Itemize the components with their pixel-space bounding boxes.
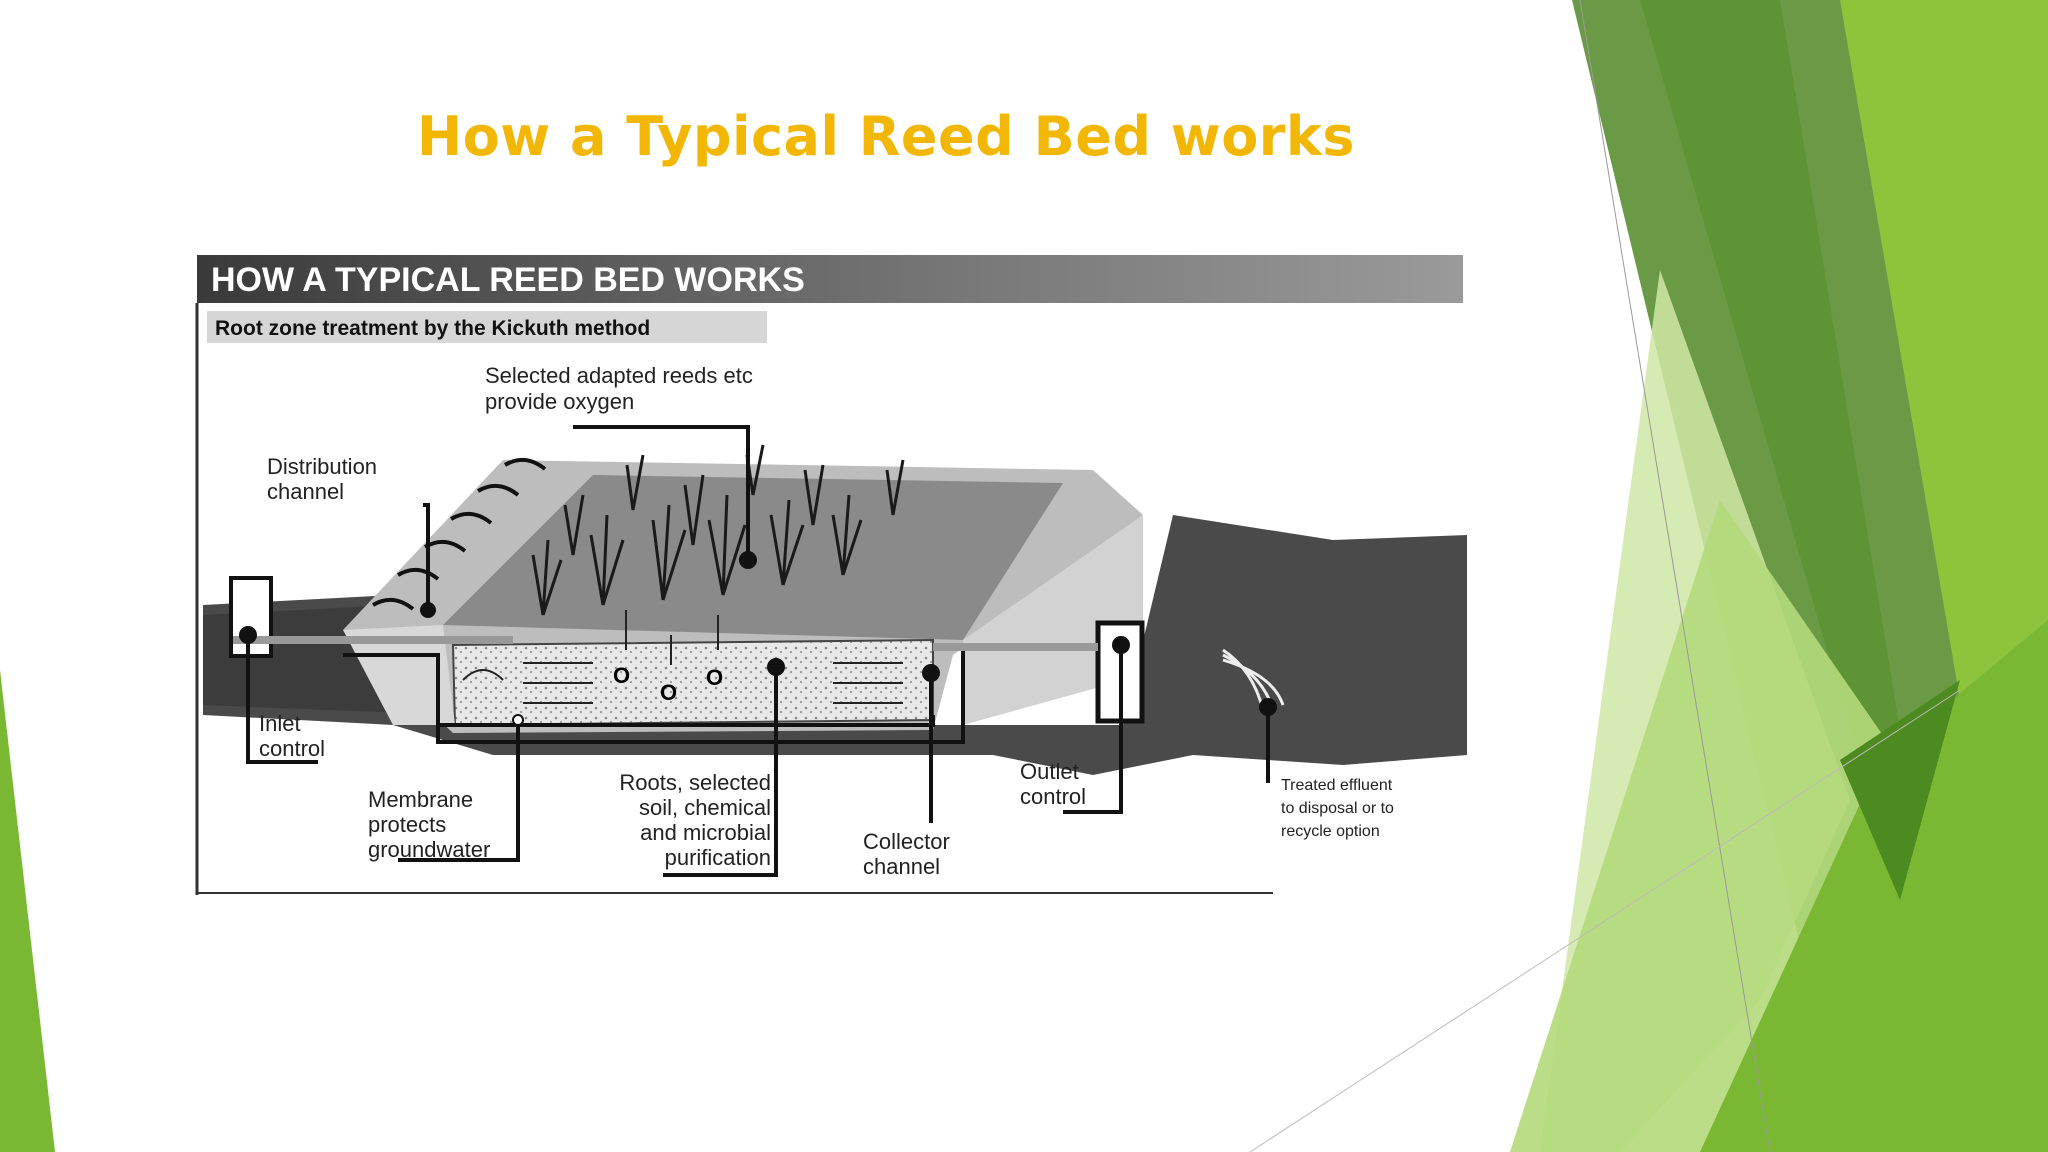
label-roots-2: soil, chemical <box>639 795 771 820</box>
deco-line-2 <box>1249 689 1961 1152</box>
label-reeds-2: provide oxygen <box>485 389 634 414</box>
label-treated-2: to disposal or to <box>1281 800 1394 817</box>
o2-label-1: O <box>613 663 630 688</box>
label-distribution-2: channel <box>267 479 344 504</box>
flow-arrows <box>462 610 903 704</box>
slide-title: How a Typical Reed Bed works <box>417 105 1355 168</box>
label-membrane-3: groundwater <box>368 837 490 862</box>
deco-facet-deep <box>1840 680 1960 900</box>
figure-subheading: Root zone treatment by the Kickuth metho… <box>215 317 650 340</box>
label-membrane-2: protects <box>368 812 446 837</box>
label-inlet-1: Inlet <box>259 711 301 736</box>
label-roots-4: purification <box>665 845 771 870</box>
bed-left-wall <box>343 625 455 725</box>
label-roots-3: and microbial <box>640 820 771 845</box>
reed-bed-figure: HOW A TYPICAL REED BED WORKS Root zone t… <box>193 255 1467 900</box>
deco-facet-bottom <box>1700 620 2048 1152</box>
deco-line-1 <box>1579 0 1771 1152</box>
label-reeds-1: Selected adapted reeds etc <box>485 363 753 388</box>
figure-subheading-bar <box>207 311 767 343</box>
o2-label-2: O <box>660 680 677 705</box>
label-roots-1: Roots, selected <box>619 770 771 795</box>
membrane-outer-line <box>436 645 965 744</box>
deco-facet-shadow <box>1640 0 1900 800</box>
ground-mass <box>203 515 1467 775</box>
label-collector-1: Collector <box>863 829 950 854</box>
label-outlet-1: Outlet <box>1020 759 1079 784</box>
label-inlet-2: control <box>259 736 325 761</box>
figure-header-bar <box>197 255 1463 303</box>
deco-facet-left <box>0 670 55 1152</box>
label-treated-1: Treated effluent <box>1281 777 1393 794</box>
inlet-control-box <box>229 576 273 658</box>
o2-label-3: O <box>706 665 723 690</box>
reeds <box>531 444 905 616</box>
leader-lines <box>239 425 1277 877</box>
figure-heading: HOW A TYPICAL REED BED WORKS <box>211 261 805 299</box>
label-membrane-1: Membrane <box>368 787 473 812</box>
label-treated-3: recycle option <box>1281 823 1380 840</box>
label-distribution-1: Distribution <box>267 454 377 479</box>
label-collector-2: channel <box>863 854 940 879</box>
label-outlet-2: control <box>1020 784 1086 809</box>
